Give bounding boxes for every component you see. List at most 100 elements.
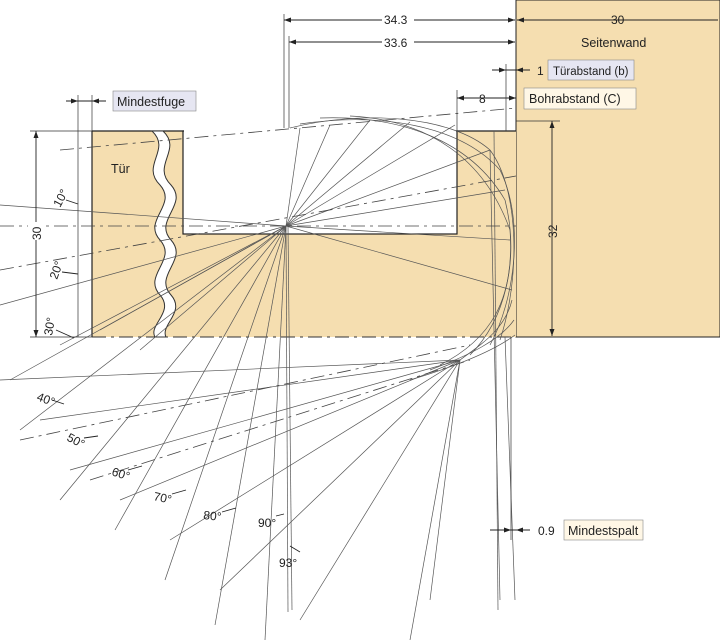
angle-marker bbox=[221, 507, 237, 513]
angle-marker bbox=[61, 271, 79, 275]
angle-70: 70° bbox=[152, 489, 173, 507]
sweep-arc bbox=[289, 117, 515, 341]
sweep-line bbox=[264, 225, 287, 641]
dim-8-text: 8 bbox=[479, 92, 486, 106]
dim-30left-arrow-b bbox=[33, 330, 39, 337]
dim-336-bg bbox=[382, 34, 414, 50]
dim-8-arrow-l bbox=[457, 95, 464, 101]
sweep-line bbox=[299, 359, 461, 621]
sweep-arc bbox=[429, 319, 515, 371]
side-wall bbox=[515, 0, 720, 338]
sweep-line bbox=[285, 127, 301, 227]
hinge-cup-cutout bbox=[182, 130, 458, 235]
sweep-line bbox=[219, 359, 461, 591]
dim-30left-arrow-t bbox=[33, 131, 39, 138]
angle-marker bbox=[275, 513, 285, 517]
center-line bbox=[0, 175, 517, 271]
dim-32-text: 32 bbox=[546, 224, 560, 238]
dim-1-arrow-l bbox=[499, 67, 506, 73]
bohrabstand-box bbox=[523, 87, 637, 110]
mindestfuge-label: Mindestfuge bbox=[117, 95, 185, 109]
turabstand-label: Türabstand (b) bbox=[553, 66, 629, 78]
tur-label: Tür bbox=[111, 162, 130, 176]
angle-marker bbox=[51, 399, 65, 405]
sweep-line bbox=[285, 124, 331, 227]
angle-60: 60° bbox=[110, 465, 132, 484]
dim-32-arrow-t bbox=[549, 121, 555, 128]
sweep-line bbox=[0, 225, 287, 306]
mindestfuge-arrow-r bbox=[92, 98, 99, 104]
dim-30top-text: 30 bbox=[611, 13, 625, 27]
sweep-arc bbox=[409, 334, 516, 381]
sweep-line bbox=[214, 225, 287, 626]
dim-343-bg bbox=[382, 11, 414, 27]
sweep-line bbox=[114, 225, 287, 531]
sweep-line bbox=[69, 359, 461, 471]
angle-40: 40° bbox=[35, 390, 57, 409]
sweep-line bbox=[489, 149, 501, 601]
angle-93: 93° bbox=[279, 556, 297, 570]
sweep-line bbox=[19, 225, 287, 431]
dim-30left-text: 30 bbox=[30, 226, 44, 240]
sweep-line bbox=[285, 225, 511, 241]
sweep-line bbox=[0, 204, 287, 227]
dim-343-arrow-r bbox=[508, 17, 515, 23]
sweep-line bbox=[285, 149, 491, 227]
dim-8-arrow-r bbox=[509, 95, 516, 101]
sweep-line bbox=[409, 359, 461, 641]
dim-343-arrow-l bbox=[284, 17, 291, 23]
angle-80: 80° bbox=[203, 508, 223, 524]
break-line bbox=[150, 130, 177, 338]
sweep-line bbox=[139, 225, 287, 351]
center-line bbox=[59, 107, 517, 151]
mindestspalt-arrow-l bbox=[504, 527, 511, 533]
dim-09-text: 0.9 bbox=[538, 524, 555, 538]
turabstand-box bbox=[547, 59, 635, 81]
sweep-line bbox=[285, 124, 456, 227]
dim-336-arrow-l bbox=[289, 39, 296, 45]
dim-1-arrow-r bbox=[516, 67, 523, 73]
angle-marker bbox=[171, 489, 187, 495]
dim-1-text: 1 bbox=[537, 64, 544, 78]
mindestspalt-arrow-r bbox=[516, 527, 523, 533]
mindestspalt-box bbox=[563, 519, 644, 541]
sweep-arcs bbox=[51, 115, 516, 553]
angle-30: 30° bbox=[41, 316, 58, 336]
dim-336-arrow-r bbox=[508, 39, 515, 45]
sweep-line bbox=[59, 225, 287, 501]
bohrabstand-label: Bohrabstand (C) bbox=[529, 92, 621, 106]
sweep-line bbox=[287, 225, 293, 611]
angle-marker bbox=[65, 199, 79, 205]
angle-50: 50° bbox=[65, 430, 88, 451]
sweep-line bbox=[429, 359, 461, 601]
sweep-line bbox=[285, 225, 289, 613]
sweep-arc bbox=[319, 117, 512, 356]
mindestfuge-box bbox=[112, 90, 197, 112]
sweep-line bbox=[285, 121, 411, 227]
angle-20: 20° bbox=[47, 259, 66, 281]
dim-30left-bg bbox=[28, 222, 44, 240]
sweep-line bbox=[39, 359, 461, 421]
angle-marker bbox=[83, 435, 99, 439]
angle-marker bbox=[289, 545, 301, 553]
sweep-line bbox=[285, 225, 513, 291]
dim-343-text: 34.3 bbox=[384, 13, 408, 27]
center-line bbox=[19, 344, 471, 441]
sweep-arc bbox=[459, 299, 513, 361]
sweep-line bbox=[99, 225, 287, 331]
sweep-line bbox=[504, 336, 516, 601]
dim-32-arrow-b bbox=[549, 329, 555, 336]
dim-336-text: 33.6 bbox=[384, 36, 408, 50]
sweep-arc bbox=[349, 115, 511, 366]
sweep-line bbox=[285, 119, 371, 227]
dim-30top-arrow bbox=[517, 17, 524, 23]
angle-marker bbox=[127, 465, 143, 471]
angle-10: 10° bbox=[50, 187, 71, 210]
sweep-line bbox=[285, 189, 506, 227]
seitenwand-label: Seitenwand bbox=[581, 36, 646, 50]
mindestspalt-label: Mindestspalt bbox=[568, 524, 639, 538]
mindestfuge-arrow-l bbox=[71, 98, 78, 104]
sweep-line bbox=[164, 225, 287, 581]
